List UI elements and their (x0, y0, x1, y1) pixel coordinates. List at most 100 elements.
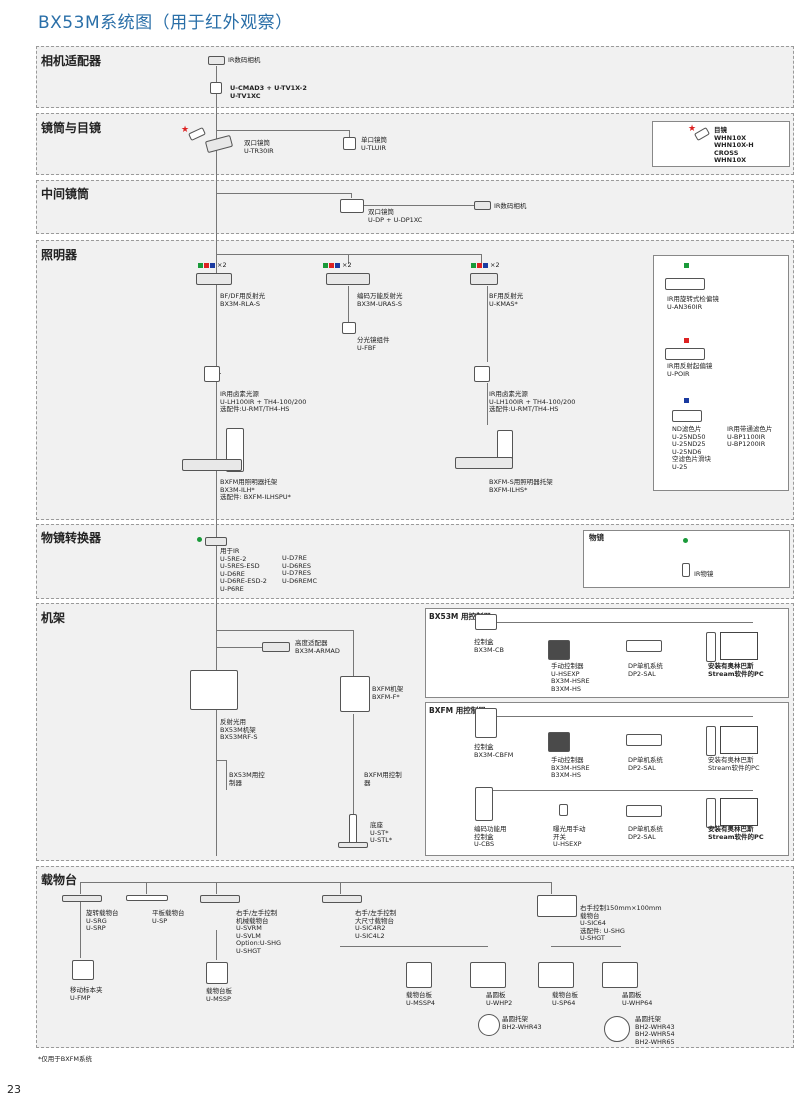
wafer-plate-icon (470, 962, 506, 988)
illuminator-accessories-box (653, 255, 789, 491)
fbf-connector (348, 286, 349, 322)
fbf-label: 分光镜组件 U-FBF (357, 336, 390, 352)
dp2-label: DP单机系统 DP2-SAL (628, 756, 663, 772)
objective-title: 物镜 (589, 533, 604, 542)
rotating-stage-icon (62, 895, 102, 902)
height-adapter-connector (216, 647, 262, 648)
sic64-plates-line (551, 946, 621, 947)
exposure-switch-icon (559, 804, 568, 816)
page-title: BX53M系统图（用于红外观察） (38, 13, 293, 33)
stage-plate-icon (538, 962, 574, 988)
whr-multi-label: 晶圆托架 BH2-WHR43 BH2-WHR54 BH2-WHR65 (635, 1015, 675, 1046)
wafer-holder-icon (478, 1014, 500, 1036)
section-label-intermediate: 中间镜筒 (41, 187, 90, 201)
dual-port-label: 双口镜筒 U-DP + U-DP1XC (368, 208, 423, 224)
nosepiece-icon (205, 537, 227, 546)
rla-illuminator-icon (196, 273, 232, 285)
bxfm-frame-icon (340, 676, 370, 712)
eyepiece-label: 目镜 WHN10X WHN10X-H CROSS WHN10X (714, 126, 754, 165)
bx53mrf-label: 反射光用 BX53M机架 BX53MRF-S (220, 718, 258, 742)
dp-system-icon (626, 805, 662, 817)
dp3-label: DP单机系统 DP2-SAL (628, 825, 663, 841)
cbs-label: 编码功能用 控制盒 U-CBS (474, 825, 507, 849)
objective-icon (682, 563, 690, 577)
bxfm-controller-title: BXFM 用控制器 (429, 706, 486, 715)
bx53m-frame-icon (190, 670, 238, 710)
poir-label: IR用反射起偏镜 U-POIR (667, 362, 713, 378)
hand1-label: 手动控制器 U-HSEXP BX3M-HSRE B3XM-HS (551, 662, 590, 693)
halogen-lamp-icon (474, 366, 490, 382)
red-star-icon: ★ (181, 125, 190, 135)
hand2-label: 手动控制器 BX3M-HSRE B3XM-HS (551, 756, 590, 780)
intermediate-connector (216, 193, 352, 194)
sic4-label: 右手/左手控制 大尺寸载物台 U-SIC4R2 U-SIC4L2 (355, 909, 397, 940)
x2-label: ×2 (342, 261, 352, 269)
height-adapter-icon (262, 642, 290, 652)
polarizer-icon (665, 348, 705, 360)
lamp-right-label: IR用卤素光源 U-LH100IR + TH4-100/200 选配件:U-RM… (489, 390, 576, 414)
filter-square-red (329, 263, 334, 268)
nd-filter-icon (672, 410, 702, 422)
bx53-controller-label: BX53M用控 制器 (229, 771, 265, 787)
halogen-lamp-icon (204, 366, 220, 382)
uras-illuminator-icon (326, 273, 370, 285)
illuminator-drop-mid (348, 254, 349, 264)
stand-base-icon (349, 814, 357, 844)
red-star-icon: ★ (688, 124, 697, 134)
sp64-label: 载物台板 U-SP64 (552, 991, 578, 1007)
filter-square-red (204, 263, 209, 268)
page-number: 23 (7, 1083, 21, 1096)
height-adapter-label: 高度适配器 BX3M-ARMAD (295, 639, 340, 655)
bx53-controller-connector (216, 760, 226, 761)
filter-square-green (684, 263, 689, 268)
plain-stage-icon (126, 895, 168, 901)
intermediate-connector-drop (351, 193, 352, 198)
section-label-stage: 载物台 (41, 873, 78, 887)
dual-tube-label: 双口镜筒 U-TR30IR (244, 139, 274, 155)
ir-camera-icon (474, 201, 491, 210)
ilh-label: BXFM用照明器托架 BX3M-ILH* 选配件: BXFM-ILHSPU* (220, 478, 291, 502)
pc-tower-icon (706, 726, 716, 756)
section-label-illuminator: 照明器 (41, 248, 78, 262)
section-camera (36, 46, 794, 108)
bxfm-controller-line (353, 714, 354, 814)
illuminator-drop-right (481, 254, 482, 264)
analyzer-icon (665, 278, 705, 290)
pc-icon (720, 726, 758, 754)
camera-adapter-icon (210, 82, 222, 94)
illuminator-connector (216, 254, 482, 255)
section-label-camera: 相机适配器 (41, 54, 102, 68)
pc-icon (720, 632, 758, 660)
mssp-label: 载物台板 U-MSSP (206, 987, 232, 1003)
green-dot-icon (197, 537, 202, 542)
stage-drop-sic4 (340, 882, 341, 894)
control-box-icon (475, 614, 497, 630)
dp1-label: DP单机系统 DP2-SAL (628, 662, 663, 678)
frame-connector (216, 630, 354, 631)
mssp4-label: 载物台板 U-MSSP4 (406, 991, 436, 1007)
mssp-connector (216, 930, 217, 960)
bx53-controller-drop (226, 760, 227, 790)
rla-label: BF/DF用反射光 BX3M-RLA-S (220, 292, 266, 308)
an360ir-label: IR用旋转式检偏镜 U-AN360IR (667, 295, 719, 311)
wafer-holder-icon (604, 1016, 630, 1042)
pc-tower-icon (706, 632, 716, 662)
cbs-box-icon (475, 787, 493, 821)
stage-plate-icon (206, 962, 228, 984)
cbs-branch-line (493, 790, 753, 791)
whr43-label: 晶圆托架 BH2-WHR43 (502, 1015, 542, 1031)
pc1-label: 安装有奥林巴斯 Stream软件的PC (708, 662, 764, 678)
single-tube-label: 单口镜筒 U-TLUIR (361, 136, 387, 152)
hand-switch-icon (548, 732, 570, 752)
filter-square-blue (684, 398, 689, 403)
nd-label: ND滤色片 U-25ND50 U-25ND25 U-25ND6 空滤色片滑块 U… (672, 425, 711, 471)
eyepiece-box (652, 121, 790, 167)
ir-camera-icon (208, 56, 225, 65)
filter-square-red (477, 263, 482, 268)
ilhs-label: BXFM-S用照明器托架 BXFM-ILHS* (489, 478, 553, 494)
bxfm-label: BXFM机架 BXFM-F* (372, 685, 404, 701)
lamp-left-label: IR用卤素光源 U-LH100IR + TH4-100/200 选配件:U-RM… (220, 390, 307, 414)
filter-square-red (684, 338, 689, 343)
wafer-plate-icon (602, 962, 638, 988)
x2-label: ×2 (217, 261, 227, 269)
